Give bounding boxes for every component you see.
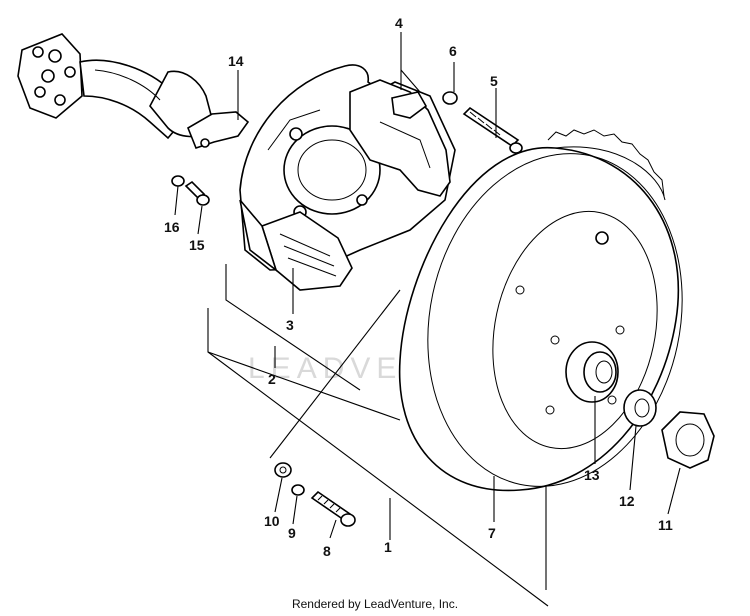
callout-12: 12 [619, 493, 635, 509]
lock-washer [623, 389, 657, 427]
callout-1: 1 [384, 539, 392, 555]
footer-credit: Rendered by LeadVenture, Inc. [291, 597, 459, 611]
screw-15 [184, 180, 210, 206]
callout-3: 3 [286, 317, 294, 333]
callout-16: 16 [164, 219, 180, 235]
callout-10: 10 [264, 513, 280, 529]
callout-6: 6 [449, 43, 457, 59]
washer-6 [442, 91, 458, 105]
pipe-clamp [187, 111, 250, 149]
callout-9: 9 [288, 525, 296, 541]
screw-8 [310, 490, 356, 527]
washer-9 [291, 484, 305, 496]
callout-labels: 1 2 3 4 5 6 7 8 9 10 11 12 13 14 15 16 [164, 15, 673, 559]
exhaust-pipe [17, 33, 216, 140]
flywheel [398, 129, 683, 492]
leader-lines [174, 32, 681, 607]
callout-13: 13 [584, 467, 600, 483]
screw-5 [462, 106, 523, 154]
callout-7: 7 [488, 525, 496, 541]
callout-14: 14 [228, 53, 244, 69]
callout-4: 4 [395, 15, 403, 31]
callout-15: 15 [189, 237, 205, 253]
callout-2: 2 [268, 371, 276, 387]
exciter-coil [239, 199, 353, 291]
callout-11: 11 [658, 517, 673, 533]
pulser-assembly [349, 79, 451, 197]
washer-10 [274, 462, 292, 478]
callout-8: 8 [323, 543, 331, 559]
hex-nut [661, 411, 715, 469]
washer-16 [171, 175, 185, 187]
callout-5: 5 [490, 73, 498, 89]
